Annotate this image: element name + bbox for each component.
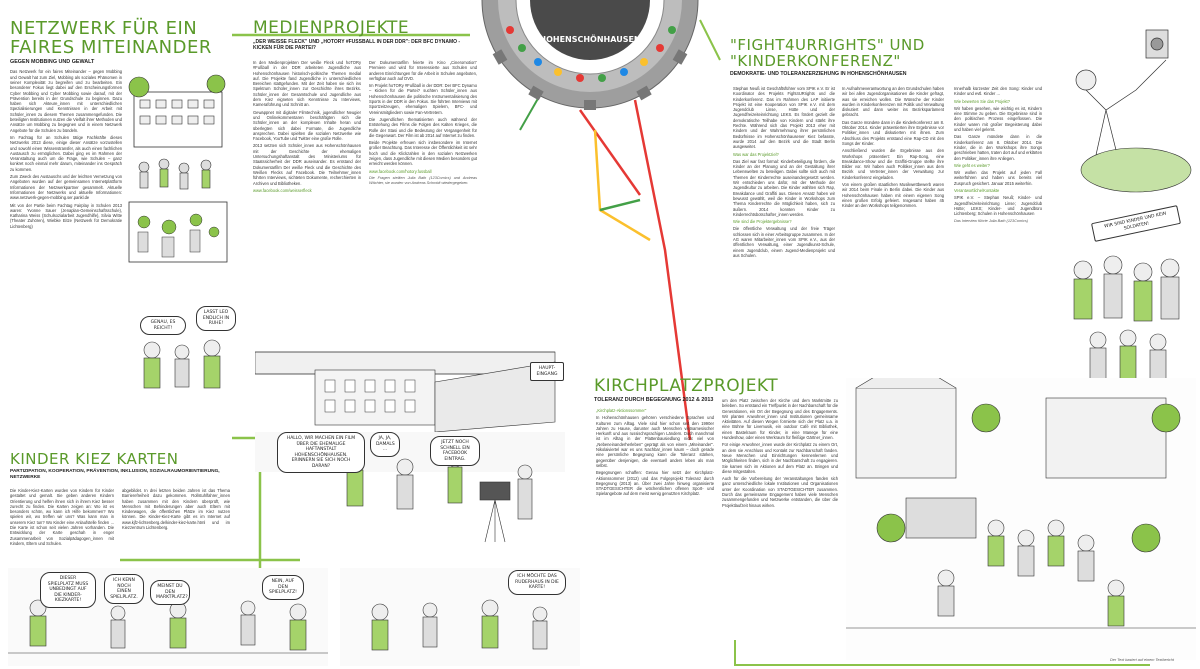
fight-body-left: Stephan Neuß ist Geschäftsführer vom SPI… <box>733 86 835 446</box>
fight-question-3: Wie bewerten Sie das Projekt? <box>954 98 1010 104</box>
netzwerk-para-3: Zum Zweck des Austauschs und der leichte… <box>10 174 122 201</box>
bubble-film-question: HALLO, WIR MACHEN EIN FILM ÜBER DIE EHEM… <box>277 432 365 473</box>
fight-body-middle: In Aufnahmeverantwortung an den Grundsch… <box>842 86 944 446</box>
hotory-link[interactable]: www.facebook.com/hotory.fussball <box>369 168 432 174</box>
netzwerk-subtitle: GEGEN MOBBING UND GEWALT <box>10 59 95 65</box>
medien-para-7: Beide Projekte erfreuen sich insbesonder… <box>369 140 477 167</box>
fight-question-4: Wie geht es weiter? <box>954 162 990 168</box>
bubble-genau: GENAU, ES REICHT! <box>140 316 186 335</box>
kirchplatz-sketch <box>846 378 1196 660</box>
kirchplatz-para-2: Begegnungen schaffen: Genau hier setzt d… <box>596 470 714 497</box>
fight4urrights-section: "FIGHT4URRIGHTS" UND "KINDERKONFERENZ" D… <box>730 36 980 78</box>
bubble-facebook: JETZT NOCH SCHNELL EIN FACEBOOK EINTRAG. <box>430 436 480 466</box>
fight-caption: Das Interview führte Julia Bath (123Comi… <box>954 218 1029 223</box>
fight-para-3: Die öffentliche Verwaltung und der freie… <box>733 226 835 258</box>
comic-bubble-5: ICH MÖCHTE DAS RUDERHAUS IN DIE KARTE! <box>508 570 566 595</box>
netzwerk-para-4: Mit von der Partie beim Fachtag Fairplay… <box>10 202 122 229</box>
fight-title-line2: "KINDERKONFERENZ" <box>730 52 901 70</box>
medien-title: MEDIENPROJEKTE <box>253 18 410 38</box>
medien-body-right: Der Dokumentarfilm feierte im Kino „Cine… <box>369 60 477 189</box>
fight-body-right: Innerhalb kürzester Zeit den Song: Kinde… <box>954 86 1042 406</box>
netzwerk-title-line2: FAIRES MITEINANDER <box>10 37 212 58</box>
kiezkarten-title: KINDER KIEZ KARTEN <box>10 450 179 468</box>
comic-bubble-4: NEIN, AUF DEN SPIELPLATZ! <box>262 575 304 600</box>
fight-side-4: Wir wollen das Projekt auf jeden Fall we… <box>954 170 1042 186</box>
netzwerk-para-2: Im Fachtag für an Schulen tätige Fachkrä… <box>10 134 122 172</box>
medien-subtitle: „DER WEISSE FLECK" UND „hoTORy #FUSSBALL… <box>253 39 461 51</box>
medien-para-1: In den Medienprojekten Der weiße Fleck u… <box>253 60 361 108</box>
kirchplatz-quote: „Kirchplatz-Aktionssommer" <box>596 408 647 413</box>
kirchplatz-para-3: um den Platz zwischen der Kirche und dem… <box>722 398 838 441</box>
bubble-damals: JA, JA, DAMALS ... <box>370 432 400 457</box>
fight-para-4: In Aufnahmeverantwortung an den Grundsch… <box>842 86 944 118</box>
kirchplatz-illustration <box>846 378 1196 660</box>
medien-para-5: Im Projekt hoTORy #Fußball in der DDR: D… <box>369 83 477 115</box>
gear-badge: HOHENSCHÖNHAUSEN <box>481 0 699 110</box>
bubble-lasst-leo: LASST LEO ENDLICH IN RUHE! <box>196 306 236 331</box>
kirchplatz-para-5: Auch für die Vorbereitung der Veranstalt… <box>722 476 838 508</box>
comic-bubble-3: MEINST DU DEN MARKTPLATZ? <box>150 580 190 605</box>
weisserfleck-link[interactable]: www.facebook.com/weisserfleck <box>253 187 312 193</box>
kirchplatz-para-4: Für einige Anwohner_innen wurde der Kirc… <box>722 442 838 474</box>
sign-haupteingang: HAUPT-EINGANG <box>530 362 564 381</box>
fight-para-5: Das Ganze mündete dann in die Kinderkonf… <box>842 119 944 146</box>
medien-para-6: Die Jugendlichen thematisierten auch wäh… <box>369 116 477 138</box>
children-illustration <box>130 330 240 410</box>
comic-bubble-1: DIESER SPIELPLATZ MUSS UNBEDINGT AUF DIE… <box>40 572 96 608</box>
fight-contact: SPIK e.V. – Stephan Neuß; Kinder- und Ju… <box>954 195 1042 217</box>
breakdance-illustration <box>1046 20 1196 210</box>
medien-body-left: In den Medienprojekten Der weiße Fleck u… <box>253 60 361 195</box>
kiezkarten-subtitle: PARTIZIPATION, KOOPERATION, PRÄVENTION, … <box>10 469 220 480</box>
fight-subtitle: DEMOKRATIE- UND TOLERANZERZIEHUNG IN HOH… <box>730 71 907 77</box>
netzwerk-para-1: Das Netzwerk für ein faires Miteinander … <box>10 69 122 133</box>
fight-para-2: Das Ziel war fast formal: Kinderbeteilig… <box>733 158 835 217</box>
kirchplatz-section: KIRCHPLATZPROJEKT TOLERANZ DURCH BEGEGNU… <box>594 376 834 404</box>
fight-question-1: Was war das Projektziel? <box>733 151 779 157</box>
netzwerk-body: Das Netzwerk für ein faires Miteinander … <box>10 69 122 229</box>
comic-strip-sketch <box>8 599 328 654</box>
fight-para-1: Stephan Neuß ist Geschäftsführer vom SPI… <box>733 86 835 150</box>
fight-side-2: Wir haben gesehen, wie wichtig es ist, K… <box>954 105 1042 133</box>
children-sketch <box>143 339 221 389</box>
medien-section: MEDIENPROJEKTE „DER WEISSE FLECK" UND „h… <box>253 20 479 360</box>
fight-question-2: Wie sind die Projektergebnisse? <box>733 219 792 225</box>
comic-bubble-2: ICH KENN NOCH EINEN SPIELPLATZ. <box>104 574 144 604</box>
medien-para-2: Gewappnet mit digitaler Filmtechnik, jug… <box>253 109 361 142</box>
netzwerk-title-line1: NETZWERK FÜR EIN <box>10 18 198 39</box>
kiezkarten-body-left: Die Kinder-Kiez-Karten wurden von Kinder… <box>10 488 114 546</box>
fight-contact-heading: Verantwortliche/Kontakte <box>954 188 1000 194</box>
kirchplatz-title: KIRCHPLATZPROJEKT <box>594 376 779 396</box>
medien-para-3: 2013 setzten sich Schüler_innen aus Hohe… <box>253 143 361 186</box>
kiezkarten-section: KINDER KIEZ KARTEN PARTIZIPATION, KOOPER… <box>10 452 232 562</box>
badge-ring-text: HOHENSCHÖNHAUSEN <box>539 34 640 44</box>
kirchplatz-credit: Der Text basiert auf einem Textbericht <box>1110 658 1174 662</box>
kirchplatz-para-1: In Hohenschönhausen gehören verschiedene… <box>596 415 714 468</box>
breakdance-sketch <box>1075 29 1192 193</box>
fight-side-3: Das Ganze mündete dann in die Kinderkonf… <box>954 134 1042 161</box>
medien-caption: Die Fragen stellten Julia Bath (123Comic… <box>369 175 477 186</box>
kirchplatz-body-right: um den Platz zwischen der Kirche und dem… <box>722 398 838 658</box>
fight-side-1: Innerhalb kürzester Zeit den Song: Kinde… <box>954 86 1042 97</box>
medien-para-4: Der Dokumentarfilm feierte im Kino „Cine… <box>369 60 477 81</box>
kiez-comic-sketch <box>371 599 548 651</box>
schoolyard-illustration <box>124 72 232 282</box>
fight-para-6: Anschließend wurden die Ergebnisse aus d… <box>842 148 944 180</box>
hohenschoenhausen-badge: HOHENSCHÖNHAUSEN <box>470 0 710 110</box>
fight-title-line1: "FIGHT4URRIGHTS" UND <box>730 36 925 54</box>
netzwerk-section: NETZWERK FÜR EIN FAIRES MITEINANDER GEGE… <box>10 20 230 450</box>
kirchplatz-subtitle: TOLERANZ DURCH BEGEGNUNG 2012 & 2013 <box>594 397 714 403</box>
schoolyard-sketch <box>128 74 228 263</box>
kiez-comic <box>340 568 580 666</box>
kirchplatz-body-left: „Kirchplatz-Aktionssommer" In Hohenschön… <box>596 408 714 638</box>
kiezkarten-body-right: abgebildet. In drei letzten beiden Jahre… <box>122 488 230 531</box>
fight-para-7: Von einem großen staatlichen Musikwettbe… <box>842 182 944 209</box>
